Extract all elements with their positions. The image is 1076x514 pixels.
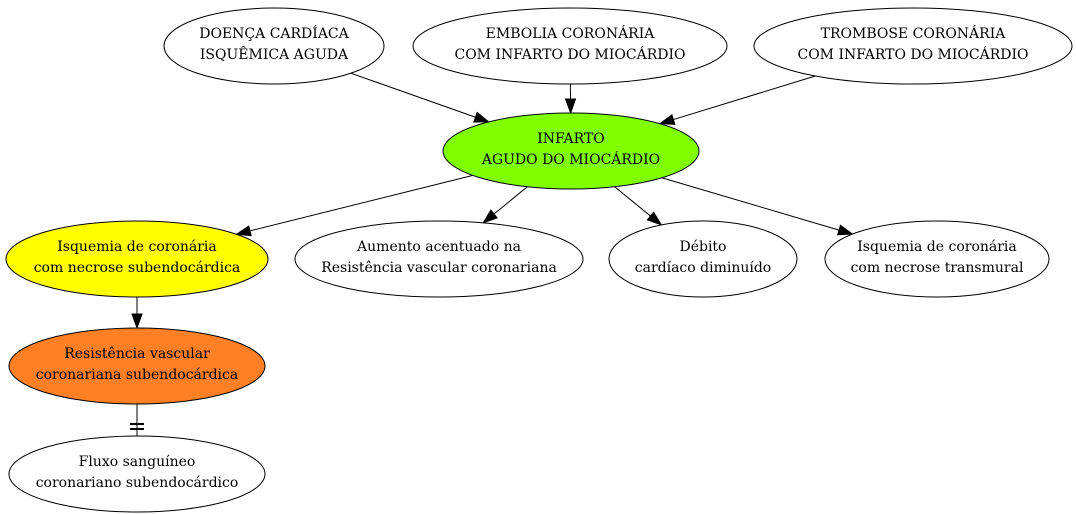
edge-doenca-to-infarto <box>350 72 491 123</box>
node-label-line: coronariano subendocárdico <box>36 475 239 491</box>
node-isq-sub: Isquemia de coronária com necrose subendo… <box>5 220 269 298</box>
arrowhead <box>131 313 143 330</box>
nodes-layer: DOENÇA CARDÍACA ISQUÊMICA AGUDA EMBOLIA CO… <box>5 7 1073 513</box>
node-label-line: Resistência vascular <box>64 346 210 362</box>
node-resist: Resistência vascular coronariana subendoc… <box>8 327 266 405</box>
node-label-line: coronariana subendocárdica <box>36 367 238 383</box>
node-label-line: INFARTO <box>537 131 605 147</box>
edge-line <box>614 186 651 217</box>
edge-infarto-to-debito <box>614 186 663 226</box>
node-label-line: EMBOLIA CORONÁRIA <box>486 24 656 42</box>
node-embolia: EMBOLIA CORONÁRIA COM INFARTO DO MIOCÁRDI… <box>412 7 728 85</box>
edge-infarto-to-isq-sub <box>234 174 474 237</box>
node-ellipse <box>8 435 266 513</box>
node-aumento: Aumento acentuado na Resistência vascular… <box>294 220 584 298</box>
edge-line <box>493 186 528 215</box>
node-label-line: Aumento acentuado na <box>356 239 521 255</box>
node-label-line: cardíaco diminuído <box>635 260 771 276</box>
node-ellipse <box>824 220 1050 298</box>
node-ellipse <box>753 7 1073 85</box>
node-label-line: Isquemia de coronária <box>57 239 217 255</box>
node-label-line: COM INFARTO DO MIOCÁRDIO <box>797 45 1028 63</box>
node-ellipse <box>294 220 584 298</box>
node-label-line: AGUDO DO MIOCÁRDIO <box>481 150 660 168</box>
node-fluxo: Fluxo sanguíneo coronariano subendocárdic… <box>8 435 266 513</box>
node-label-line: DOENÇA CARDÍACA <box>199 24 349 42</box>
edge-isq-sub-to-resist <box>131 297 143 330</box>
arrowhead <box>564 98 577 115</box>
node-trombose: TROMBOSE CORONÁRIA COM INFARTO DO MIOCÁRD… <box>753 7 1073 85</box>
node-label-line: TROMBOSE CORONÁRIA <box>821 24 1007 42</box>
node-ellipse <box>5 220 269 298</box>
edges-layer <box>130 72 854 436</box>
edge-infarto-to-isq-trans <box>661 177 854 236</box>
node-label-line: ISQUÊMICA AGUDA <box>200 45 349 63</box>
node-ellipse <box>442 112 700 190</box>
arrowhead <box>234 225 252 237</box>
edge-embolia-to-infarto <box>564 83 577 115</box>
node-isq-trans: Isquemia de coronária com necrose transmu… <box>824 220 1050 298</box>
edge-infarto-to-aumento <box>482 186 528 224</box>
node-label-line: com necrose subendocárdica <box>34 260 241 276</box>
node-label-line: Isquemia de coronária <box>857 239 1017 255</box>
arrowhead <box>836 224 854 236</box>
node-infarto: INFARTO AGUDO DO MIOCÁRDIO <box>442 112 700 190</box>
node-label-line: com necrose transmural <box>851 260 1024 276</box>
node-doenca: DOENÇA CARDÍACA ISQUÊMICA AGUDA <box>163 7 385 85</box>
node-debito: Débito cardíaco diminuído <box>608 220 798 298</box>
node-label-line: Resistência vascular coronariana <box>321 260 557 276</box>
arrowhead <box>482 209 499 224</box>
node-label-line: Débito <box>679 239 726 255</box>
node-ellipse <box>608 220 798 298</box>
edge-line <box>350 72 476 118</box>
node-ellipse <box>412 7 728 85</box>
arrowhead <box>473 111 491 123</box>
edge-trombose-to-infarto <box>658 75 816 125</box>
edge-line <box>661 177 840 231</box>
edge-line <box>249 174 474 232</box>
edge-resist-to-fluxo <box>130 404 144 436</box>
arrowhead <box>646 211 663 226</box>
arrowhead <box>658 113 676 125</box>
edge-line <box>673 75 816 121</box>
node-label-line: COM INFARTO DO MIOCÁRDIO <box>454 45 685 63</box>
node-ellipse <box>163 7 385 85</box>
node-label-line: Fluxo sanguíneo <box>79 454 196 470</box>
node-ellipse <box>8 327 266 405</box>
